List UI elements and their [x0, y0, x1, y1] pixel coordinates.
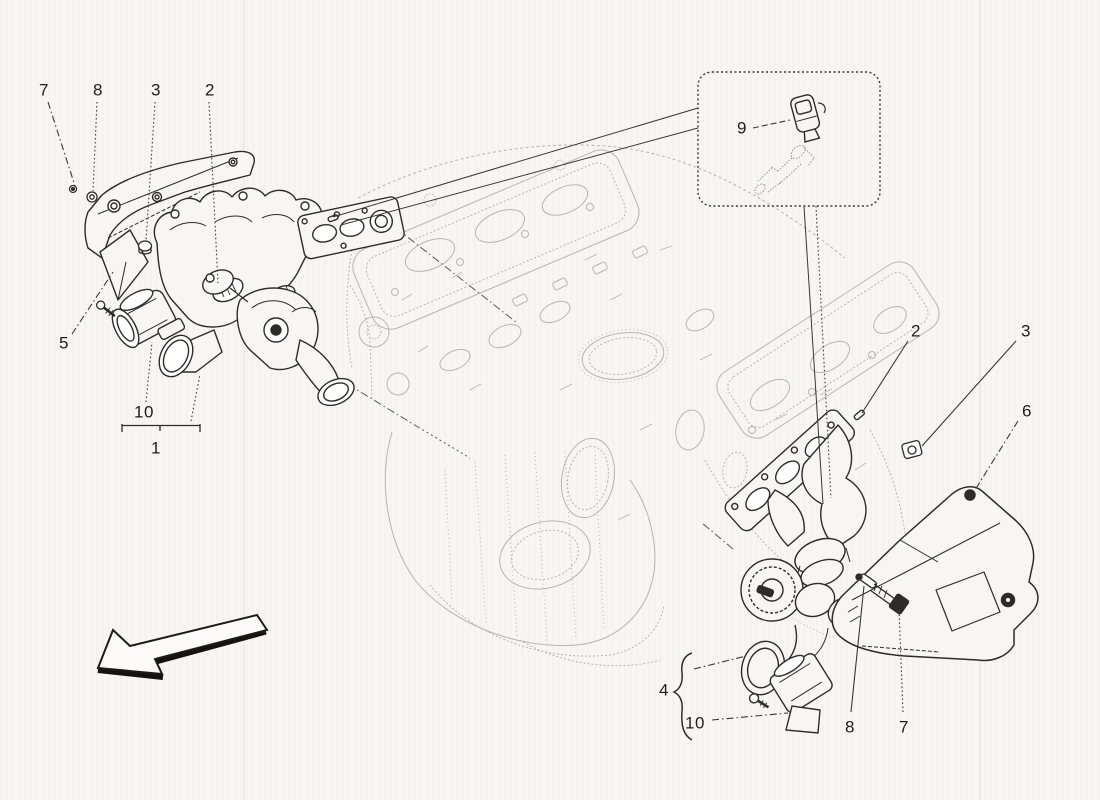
direction-arrow-icon [96, 613, 269, 680]
callout-3-right: 3 [1021, 321, 1031, 341]
right-heat-shield [831, 486, 1039, 662]
callout-6-right: 6 [1022, 401, 1032, 421]
bolt-glyph [748, 693, 770, 709]
callout-1-left: 1 [151, 438, 161, 458]
right-bypass-valve [740, 640, 833, 734]
callout-2-right: 2 [911, 321, 921, 341]
sensor-probe-ghost [754, 144, 815, 195]
right-manifold-gasket [724, 409, 865, 532]
inset-panel [697, 71, 881, 207]
left-manifold-gasket [297, 196, 405, 260]
callout-3-top-left: 3 [151, 80, 161, 100]
right-fastener-glyphs [855, 439, 923, 615]
left-turbocharger [158, 269, 355, 407]
engine-block-sketch [346, 144, 940, 667]
callout-4-bottom: 4 [659, 680, 669, 700]
callout-10-bottom: 10 [685, 713, 705, 733]
callout-10-left: 10 [134, 402, 154, 422]
callout-5-left: 5 [59, 333, 69, 353]
sensor-connector-drawing [790, 94, 826, 143]
callout-9-inset: 9 [737, 118, 747, 138]
long-bolt-glyph [869, 582, 910, 615]
callout-7-bottom: 7 [899, 717, 909, 737]
callout-7-top-left: 7 [39, 80, 49, 100]
callout-8-top-left: 8 [93, 80, 103, 100]
callout-leader-lines [47, 101, 1019, 721]
right-exhaust-manifold [767, 424, 867, 588]
left-bypass-valve [111, 288, 186, 349]
nut-glyph [137, 240, 153, 252]
left-heat-shield [84, 150, 255, 301]
left-fastener-glyphs [68, 184, 153, 318]
screw-glyph [96, 300, 116, 318]
group-bracket-1 [121, 424, 201, 432]
callout-2-top-left: 2 [205, 80, 215, 100]
group-brace-4 [672, 652, 693, 741]
callout-8-bottom: 8 [845, 717, 855, 737]
